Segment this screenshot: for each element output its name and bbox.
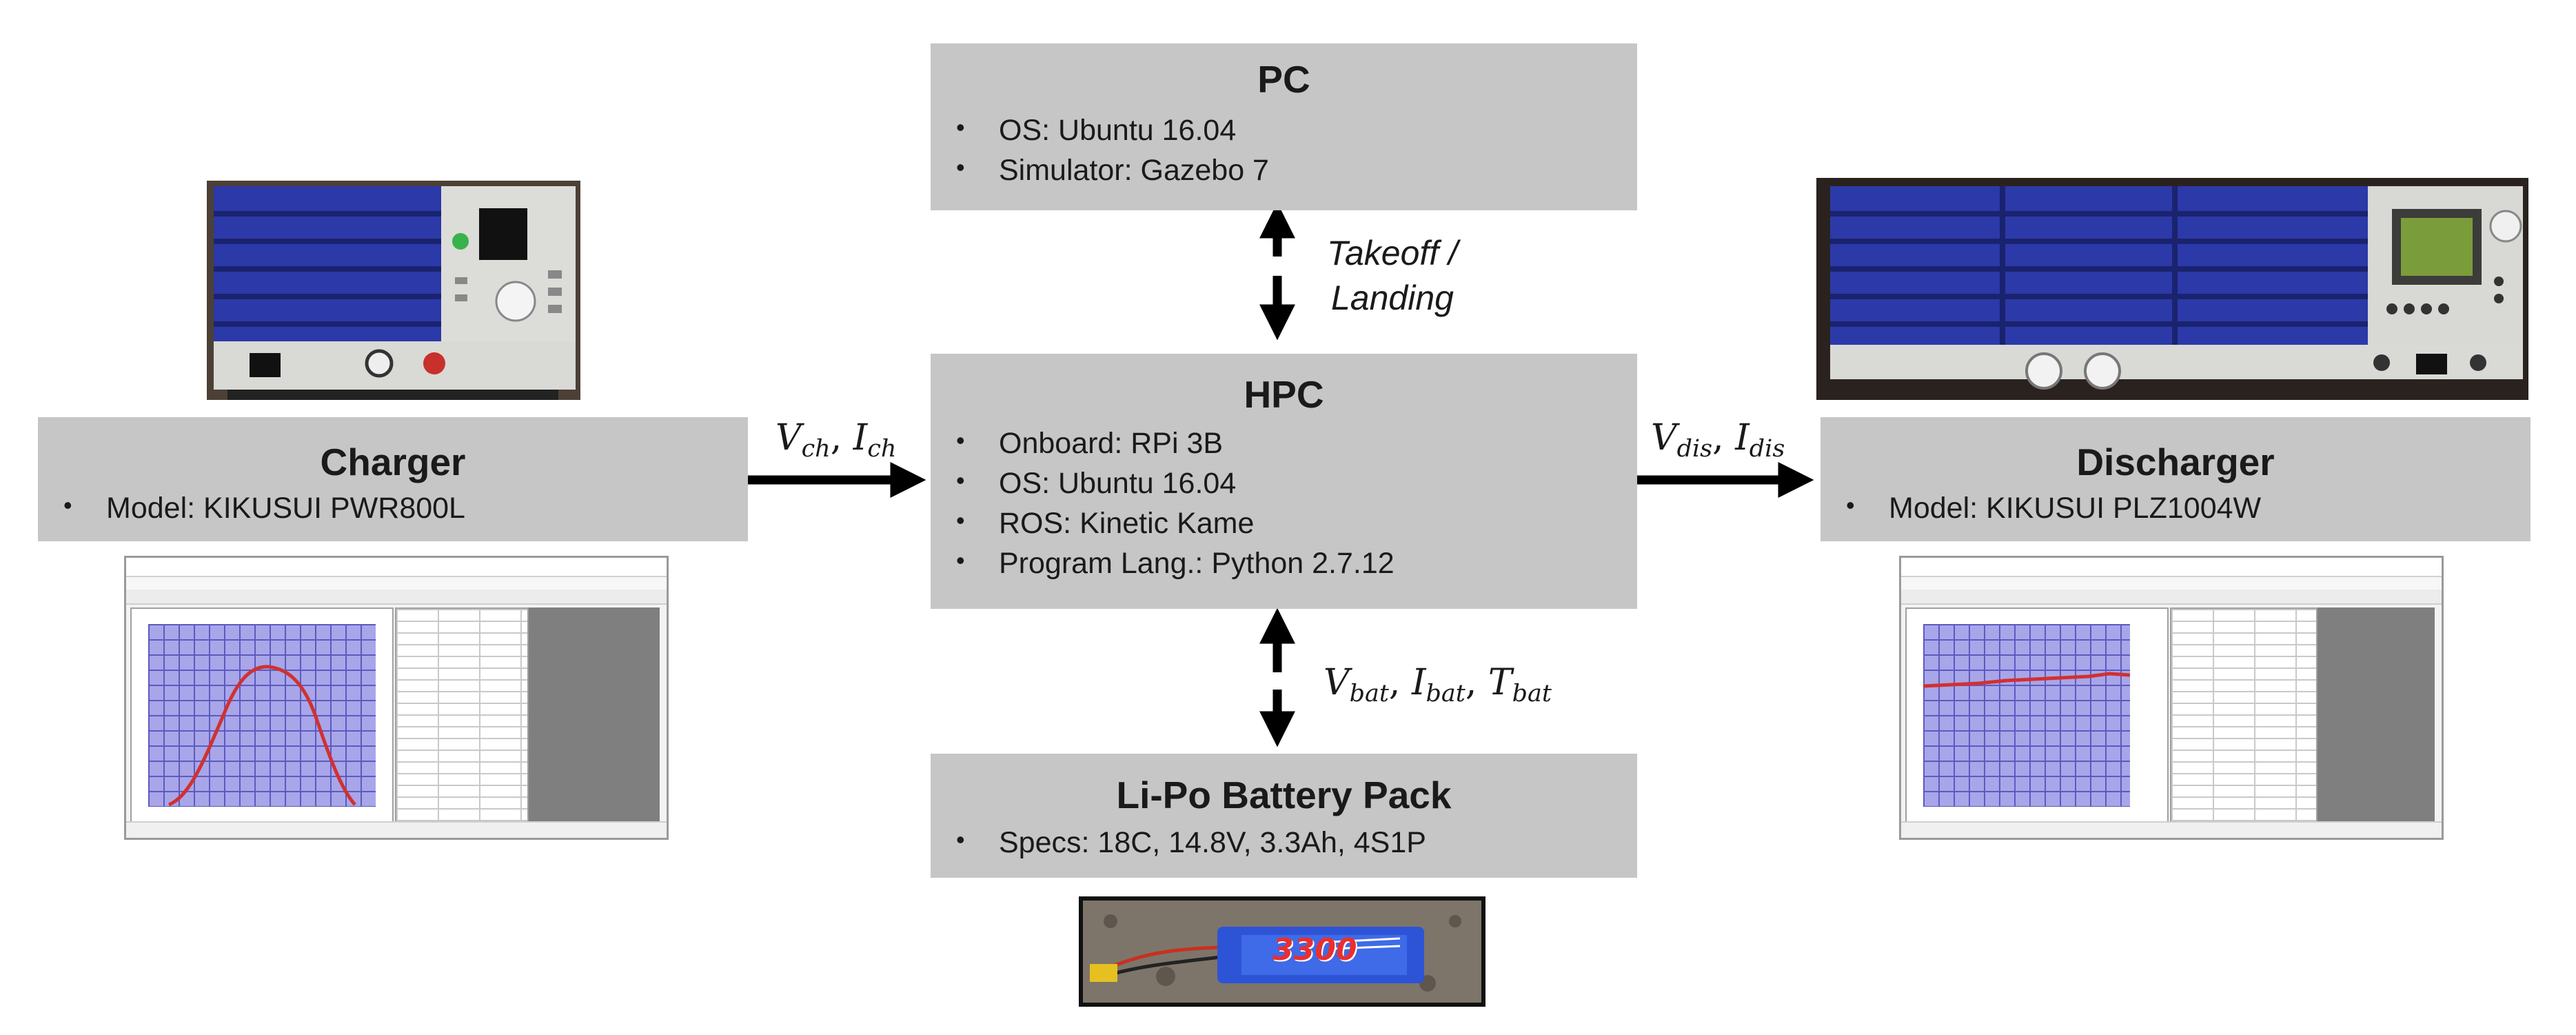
edge-label-takeoff: Takeoff / xyxy=(1327,234,1458,272)
pc-specs: OS: Ubuntu 16.04 Simulator: Gazebo 7 xyxy=(931,115,1637,185)
separator: , xyxy=(1712,417,1736,459)
i-subscript: ch xyxy=(867,435,897,463)
discharger-node: Discharger Model: KIKUSUI PLZ1004W xyxy=(1821,417,2531,541)
pc-title: PC xyxy=(1257,58,1310,101)
v-subscript: ch xyxy=(801,435,831,463)
battery-specs: Specs: 18C, 14.8V, 3.3Ah, 4S1P xyxy=(931,827,1637,858)
v-symbol: V xyxy=(1651,417,1677,459)
charger-node: Charger Model: KIKUSUI PWR800L xyxy=(38,417,748,541)
t-symbol: T xyxy=(1488,662,1512,703)
discharger-software-screenshot xyxy=(1899,556,2444,840)
t-subscript: bat xyxy=(1512,680,1552,707)
window-menubar xyxy=(126,577,667,590)
edge-label-landing: Landing xyxy=(1330,279,1454,317)
discharger-instrument-drawing xyxy=(1816,178,2528,400)
window-titlebar xyxy=(126,558,667,577)
charger-specs: Model: KIKUSUI PWR800L xyxy=(38,493,748,523)
battery-pack-drawing xyxy=(1083,901,1481,1003)
i-subscript: dis xyxy=(1749,435,1785,463)
battery-capacity-label: 3300 xyxy=(1272,932,1357,967)
pc-spec-os: OS: Ubuntu 16.04 xyxy=(931,115,1637,145)
window-menubar xyxy=(1901,577,2442,590)
hpc-specs: Onboard: RPi 3B OS: Ubuntu 16.04 ROS: Ki… xyxy=(931,428,1637,579)
charger-software-screenshot xyxy=(124,556,669,840)
battery-title: Li-Po Battery Pack xyxy=(1116,774,1452,816)
hpc-spec-ros: ROS: Kinetic Kame xyxy=(931,508,1637,539)
i-subscript: bat xyxy=(1426,680,1466,707)
battery-node: Li-Po Battery Pack Specs: 18C, 14.8V, 3.… xyxy=(931,754,1637,878)
hpc-spec-os: OS: Ubuntu 16.04 xyxy=(931,468,1637,499)
empty-panel xyxy=(2318,607,2435,823)
edge-label-charger-hpc: Vch, Ich xyxy=(775,417,896,463)
discharger-title: Discharger xyxy=(2076,441,2275,483)
battery-spec-specs: Specs: 18C, 14.8V, 3.3Ah, 4S1P xyxy=(931,827,1637,858)
battery-photo: 3300 xyxy=(1079,896,1485,1007)
hpc-spec-onboard: Onboard: RPi 3B xyxy=(931,428,1637,459)
charge-curve xyxy=(168,665,356,807)
edge-label-hpc-battery: Vbat, Ibat, Tbat xyxy=(1324,662,1552,707)
discharger-spec-model: Model: KIKUSUI PLZ1004W xyxy=(1821,493,2531,523)
edge-label-takeoff-landing: Takeoff / Landing xyxy=(1327,231,1458,321)
edge-label-hpc-discharger: Vdis, Idis xyxy=(1651,417,1785,463)
discharger-specs: Model: KIKUSUI PLZ1004W xyxy=(1821,493,2531,523)
window-toolbar xyxy=(1901,590,2442,605)
window-statusbar xyxy=(126,821,667,838)
window-titlebar xyxy=(1901,558,2442,577)
window-statusbar xyxy=(1901,821,2442,838)
pc-node: PC OS: Ubuntu 16.04 Simulator: Gazebo 7 xyxy=(931,43,1637,210)
separator: , xyxy=(1388,662,1412,703)
hpc-spec-language: Program Lang.: Python 2.7.12 xyxy=(931,548,1637,579)
i-symbol: I xyxy=(853,417,868,459)
graph-plot-area xyxy=(1923,624,2130,807)
charger-instrument-drawing xyxy=(207,181,580,400)
data-table xyxy=(395,607,529,825)
i-symbol: I xyxy=(1411,662,1426,703)
separator: , xyxy=(830,417,853,459)
empty-panel xyxy=(529,607,660,823)
discharger-photo xyxy=(1816,178,2528,400)
v-symbol: V xyxy=(775,417,802,459)
charger-spec-model: Model: KIKUSUI PWR800L xyxy=(38,493,748,523)
window-toolbar xyxy=(126,590,667,605)
charger-title: Charger xyxy=(320,441,466,483)
pc-spec-simulator: Simulator: Gazebo 7 xyxy=(931,155,1637,185)
charger-photo xyxy=(207,181,580,400)
discharge-curve xyxy=(1923,672,2130,688)
v-subscript: bat xyxy=(1349,680,1389,707)
v-symbol: V xyxy=(1324,662,1350,703)
hpc-title: HPC xyxy=(1244,373,1324,416)
v-subscript: dis xyxy=(1676,435,1713,463)
hpc-node: HPC Onboard: RPi 3B OS: Ubuntu 16.04 ROS… xyxy=(931,354,1637,609)
data-table xyxy=(2170,607,2318,825)
graph-plot-area xyxy=(148,624,376,807)
separator: , xyxy=(1465,662,1488,703)
i-symbol: I xyxy=(1735,417,1750,459)
